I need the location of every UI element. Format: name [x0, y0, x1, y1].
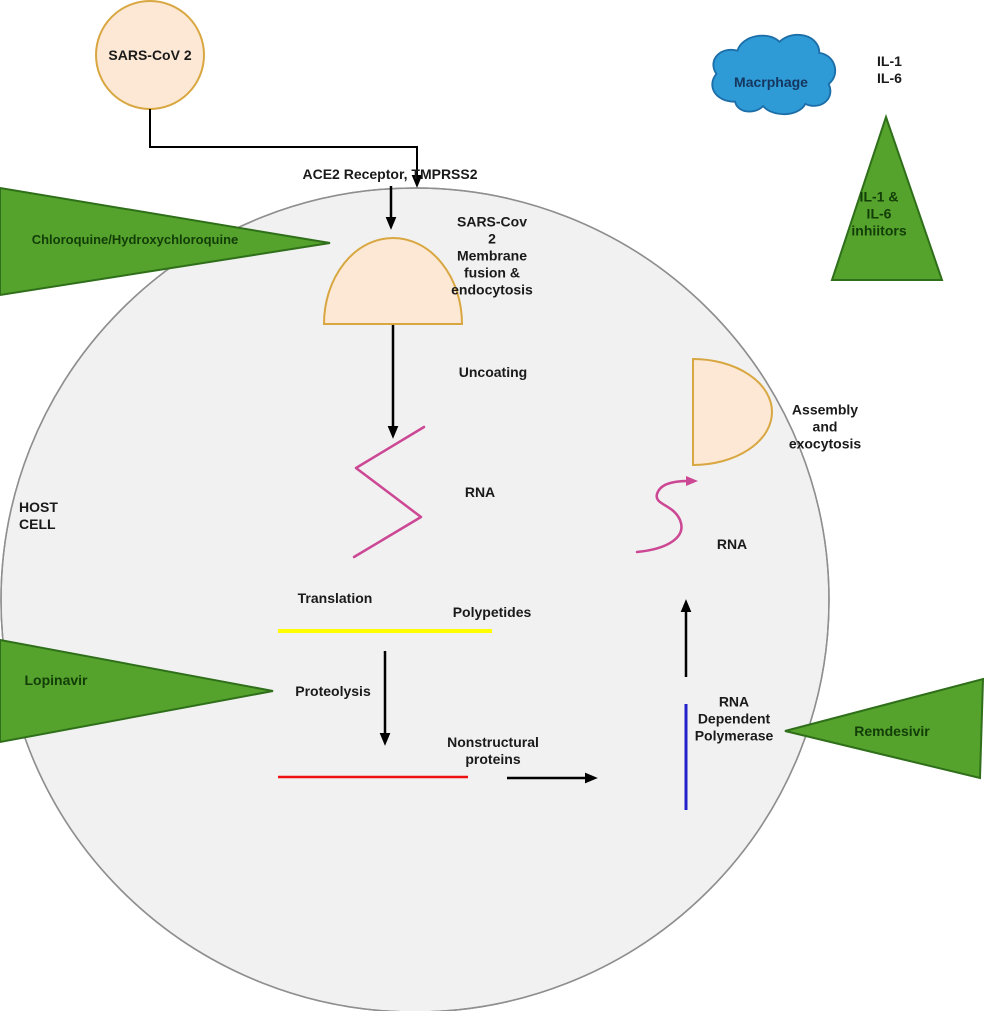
- rna-genome-zigzag: [352, 425, 426, 559]
- chloroquine-triangle: [0, 186, 331, 297]
- ace2-receptor-label: ACE2 Receptor, TMPRSS2: [302, 166, 478, 182]
- new-rna-label: RNA: [716, 536, 748, 552]
- rna-genome-label: RNA: [464, 484, 496, 500]
- rdrp-label: RNA Dependent Polymerase: [694, 693, 774, 744]
- remdesivir-label: Remdesivir: [854, 723, 930, 739]
- remdesivir-triangle: [784, 677, 985, 780]
- macrophage-cloud-shape: [711, 33, 837, 116]
- assembly-label: Assembly and exocytosis: [788, 401, 862, 452]
- assembly-dome-shape: [692, 357, 773, 467]
- cytokines-label: IL-1 IL-6: [877, 53, 902, 86]
- translation-label: Translation: [297, 590, 373, 606]
- macrophage-cloud: [711, 33, 837, 116]
- il-inhibitors-label: IL-1 & IL-6 inhiitors: [851, 188, 907, 239]
- polypeptides-label: Polypetides: [452, 604, 532, 620]
- virus-label: SARS-CoV 2: [108, 47, 192, 63]
- proteolysis-label: Proteolysis: [295, 683, 371, 699]
- macrophage-label: Macrphage: [734, 74, 808, 90]
- membrane-fusion-label: SARS-Cov 2 Membrane fusion & endocytosis: [451, 213, 533, 298]
- new-rna-squiggle-arrow: [635, 476, 698, 554]
- lopinavir-triangle: [0, 638, 274, 744]
- membrane-fusion-dome-shape: [322, 237, 464, 325]
- il-inhibitors-triangle: [830, 113, 944, 281]
- virus-to-receptor-arrow: [149, 109, 423, 188]
- host-cell-label: HOST CELL: [19, 499, 58, 532]
- host-cell-outline: [0, 187, 830, 1011]
- uncoating-label: Uncoating: [458, 364, 528, 380]
- lopinavir-label: Lopinavir: [24, 672, 88, 688]
- nonstructural-label: Nonstructural proteins: [447, 734, 539, 767]
- chloroquine-label: Chloroquine/Hydroxychloroquine: [31, 232, 239, 247]
